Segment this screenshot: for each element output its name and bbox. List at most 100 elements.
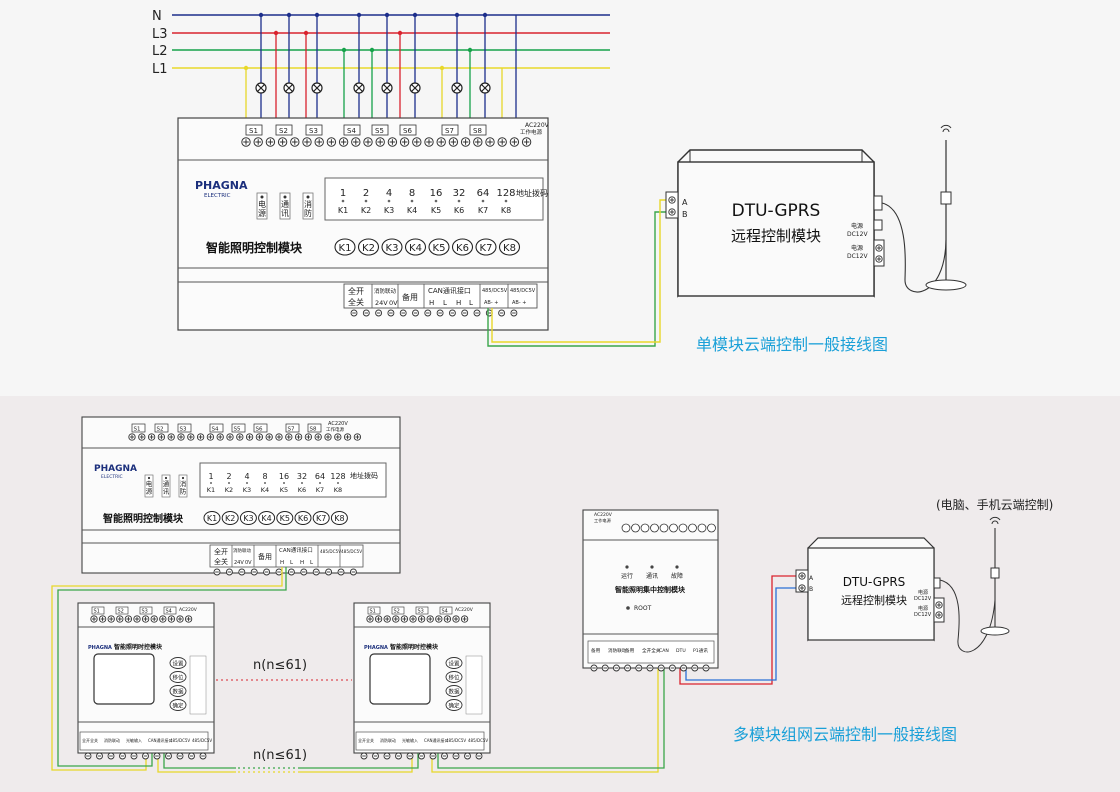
controller-top-terminal — [640, 523, 650, 533]
switch-label-box — [154, 423, 169, 433]
address-value: 1 — [340, 188, 346, 199]
output-terminal — [375, 137, 385, 147]
top-fire-24v: 24V — [375, 299, 388, 307]
lamp-drop-wires — [243, 12, 517, 135]
switch-label-s6: S6 — [256, 427, 263, 433]
timer-bottom-terminal — [84, 752, 92, 760]
bottom-brand-logo: PHAGNA — [94, 464, 137, 474]
led-panel — [256, 192, 268, 220]
timer-bottom-terminal — [96, 752, 103, 760]
bus-junction-dot — [356, 12, 362, 18]
timer-output-terminal — [167, 615, 176, 623]
bottom-terminal — [362, 309, 370, 317]
controller-led — [650, 565, 654, 569]
ctrl-name: 智能照明集中控制模块 — [615, 585, 686, 594]
timer-output-terminal — [409, 615, 417, 623]
output-terminal — [424, 137, 434, 147]
output-terminal — [245, 433, 254, 441]
channel-button-label: K1 — [339, 243, 352, 254]
switch-label-s6: S6 — [403, 127, 412, 135]
timer-bottom-terminal — [475, 752, 483, 760]
channel-button-k8 — [330, 511, 348, 525]
controller-terminal-label: 备用 — [591, 647, 601, 654]
bottom-terminal — [412, 309, 419, 317]
timer-switch-box — [115, 606, 129, 615]
top-485b-pins: AB- + — [512, 300, 526, 306]
top-dtu-subtitle: 远程控制模块 — [731, 227, 821, 245]
timer-switch-label: S4 — [166, 609, 172, 615]
channel-button-k3 — [239, 511, 257, 525]
channel-button-label: K8 — [334, 514, 344, 523]
timer-bottom-terminal — [188, 752, 195, 760]
bottom-terminal — [312, 568, 320, 576]
output-terminal — [277, 137, 288, 147]
bus-label-n: N — [152, 9, 162, 24]
timer-bottom-terminal — [406, 752, 414, 760]
channel-button-k1 — [203, 511, 221, 525]
switch-label-s7: S7 — [288, 427, 295, 433]
bus-junction-dot — [258, 12, 264, 18]
bottom-can-label: CAN通讯接口 — [279, 546, 313, 554]
controller-top-terminal — [669, 523, 678, 533]
channel-button-label: K7 — [480, 243, 493, 254]
address-channel-label: K8 — [501, 206, 511, 215]
top-spare-label: 备用 — [402, 292, 418, 302]
switch-label-s4: S4 — [347, 127, 356, 135]
controller-bottom-terminal — [601, 664, 609, 672]
output-terminal — [290, 137, 300, 147]
timer-switch-box — [367, 606, 381, 615]
bottom-can-h2: H — [300, 560, 304, 566]
top-all-on-label: 全开 — [348, 286, 364, 296]
address-led — [481, 199, 485, 203]
top-rs485-wires — [487, 199, 666, 347]
lamp-icon — [409, 82, 421, 94]
timer-button-label: 确定 — [448, 702, 460, 710]
output-terminal — [460, 137, 471, 147]
controller-led-label: 故障 — [671, 572, 683, 580]
controller-led — [675, 565, 679, 569]
bus-label-l3: L3 — [152, 27, 168, 42]
timer-info-panel — [189, 655, 207, 715]
status-led — [306, 195, 310, 199]
switch-label-box — [245, 124, 263, 136]
timer1-power-label: AC220V — [179, 607, 198, 613]
controller-top-terminal — [659, 523, 669, 533]
timer-output-terminal — [400, 615, 409, 623]
bottom-dtu-dc-label: DC12V — [914, 596, 932, 602]
timer-terminal-label: 485/DC5V — [170, 738, 190, 743]
timer-bottom-terminal — [360, 752, 368, 760]
switch-label-s3: S3 — [180, 427, 187, 433]
timer-terminal-label: 光敏输入 — [402, 737, 418, 743]
bottom-all-on-label: 全开 — [214, 547, 228, 556]
timer-module-1 — [77, 602, 215, 754]
central-controller — [582, 509, 719, 669]
top-dtu-port-b: B — [682, 210, 688, 219]
output-terminal — [147, 433, 156, 441]
lamp-icon — [283, 82, 295, 94]
output-terminal — [353, 433, 362, 441]
output-terminal — [412, 137, 422, 147]
bottom-terminal — [213, 568, 221, 576]
channel-button-label: K2 — [225, 514, 235, 523]
address-value: 32 — [297, 472, 307, 481]
ctrl-power-label: AC220V — [594, 512, 613, 518]
bottom-485a-label: 485/DC5V — [320, 549, 341, 554]
output-terminal — [177, 433, 185, 441]
bottom-terminal — [250, 568, 258, 576]
ctrl-root-label: ROOT — [634, 605, 652, 612]
timer2-brand: PHAGNA — [364, 645, 388, 651]
top-can-h1: H — [429, 299, 434, 307]
top-fire-link-label: 消防联动 — [374, 287, 397, 295]
timer-button-label: 设置 — [172, 660, 184, 668]
output-terminal — [485, 137, 495, 147]
output-terminal — [265, 137, 276, 147]
timer-output-terminal — [460, 615, 469, 623]
channel-button-k6 — [294, 511, 312, 525]
status-led-label-char: 防 — [304, 208, 312, 218]
bottom-terminal — [337, 568, 345, 576]
led-panel — [279, 192, 291, 220]
address-channel-label: K5 — [431, 206, 441, 215]
output-terminal — [253, 137, 263, 147]
